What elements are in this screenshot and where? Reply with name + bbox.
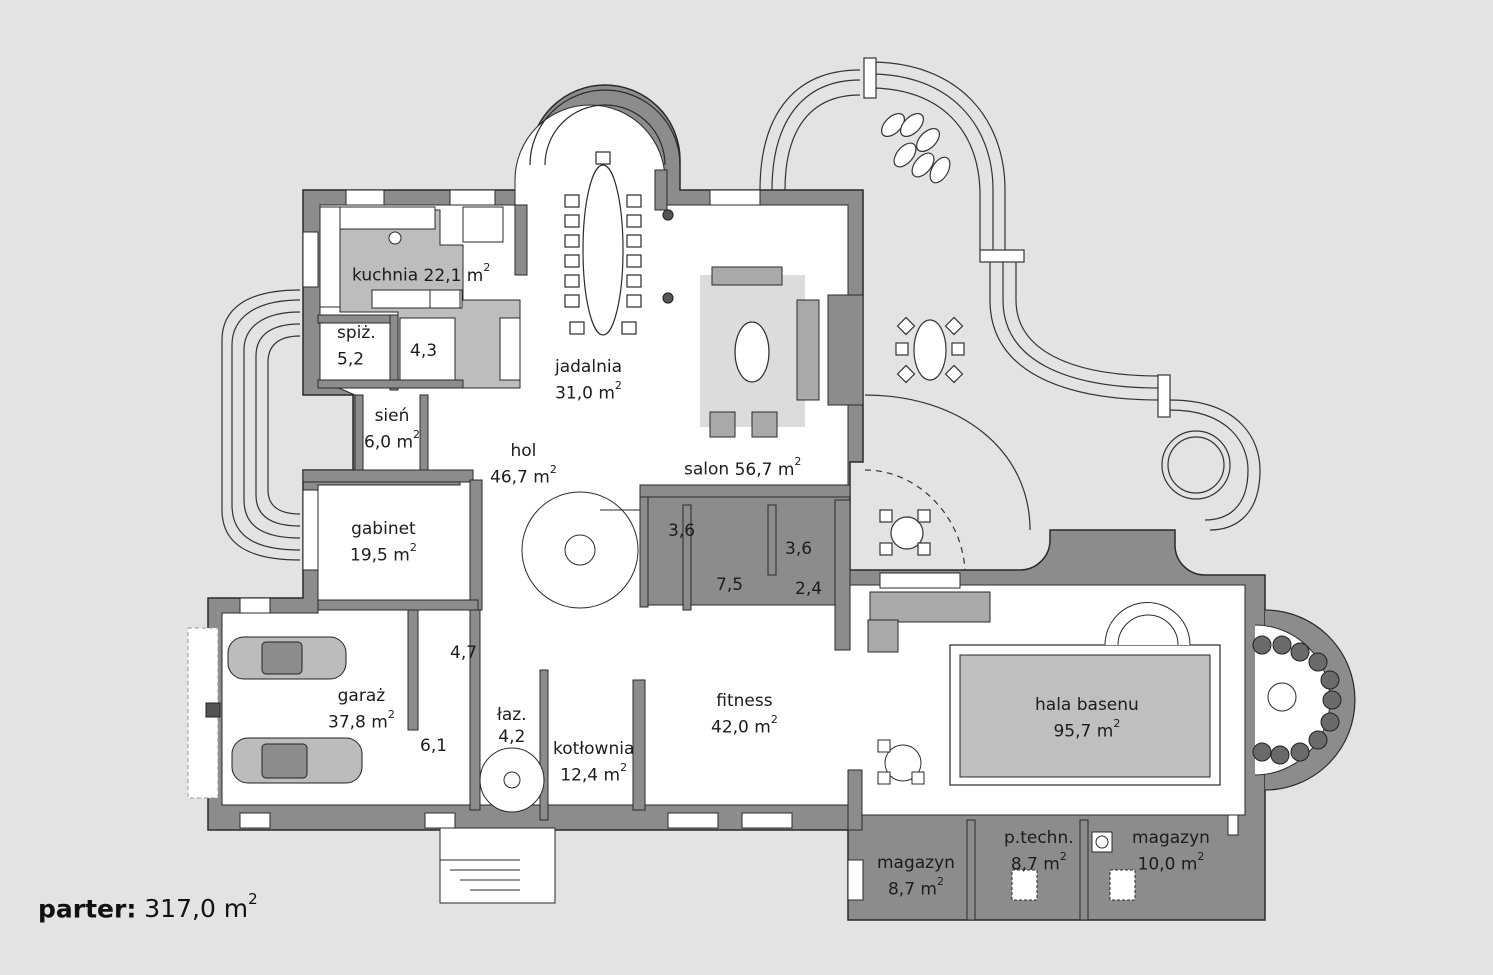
room-hol: hol 46,7 m2 <box>490 440 557 489</box>
room-sien: sień 6,0 m2 <box>364 405 420 454</box>
room-area: 5,2 <box>337 349 365 370</box>
room-6-1: 6,1 <box>420 735 447 757</box>
room-spiz: spiż. 5,2 <box>337 322 376 371</box>
room-name: garaż <box>337 686 386 706</box>
room-area: 95,7 m2 <box>1053 717 1121 742</box>
room-kuchnia: kuchnia 22,1 m2 <box>352 260 490 287</box>
room-name: spiż. <box>337 323 376 343</box>
room-area: 6,0 m2 <box>364 428 420 453</box>
cars <box>187 627 363 799</box>
room-area: 8,7 m2 <box>887 875 944 900</box>
room-magazyn-1: magazyn 8,7 m2 <box>877 852 955 901</box>
room-area: 46,7 m2 <box>490 463 557 488</box>
room-laz: łaz. 4,2 <box>497 704 527 748</box>
room-name: fitness <box>716 691 773 711</box>
room-garaz: garaż 37,8 m2 <box>328 685 395 734</box>
dining-bay <box>529 89 681 166</box>
room-area: 6,1 <box>420 736 448 756</box>
path-markers <box>863 57 1171 418</box>
room-area: 22,1 m2 <box>423 261 491 286</box>
room-area: 4,2 <box>498 727 526 747</box>
room-spiz2: 4,3 <box>410 340 437 362</box>
room-name: magazyn <box>1132 828 1210 848</box>
room-name: kotłownia <box>553 739 635 759</box>
room-name: kuchnia <box>352 265 419 286</box>
room-name: p.techn. <box>1004 828 1074 848</box>
room-area: 19,5 m2 <box>350 541 417 566</box>
room-salon: salon 56,7 m2 <box>684 454 801 481</box>
room-hala-basenu: hala basenu 95,7 m2 <box>1035 694 1139 743</box>
floor-label: parter: <box>38 894 137 924</box>
room-area: 4,3 <box>410 341 438 361</box>
spiral-stairs <box>479 491 641 813</box>
room-magazyn-2: magazyn 10,0 m2 <box>1132 827 1210 876</box>
room-area: 31,0 m2 <box>555 379 622 404</box>
room-area: 7,5 <box>716 575 744 595</box>
room-3-6-b: 3,6 <box>785 538 812 560</box>
room-area: 8,7 m2 <box>1010 850 1067 875</box>
room-fitness: fitness 42,0 m2 <box>711 690 778 739</box>
storage-details <box>1011 831 1136 901</box>
room-name: sień <box>374 406 410 426</box>
room-p-techn: p.techn. 8,7 m2 <box>1004 827 1074 876</box>
room-3-6-a: 3,6 <box>668 520 695 542</box>
total-area-value: 317,0 m2 <box>144 890 258 924</box>
entrance-steps <box>439 827 556 904</box>
room-name: gabinet <box>351 519 416 539</box>
room-area: 3,6 <box>668 521 696 541</box>
kitchen-furniture <box>319 206 521 381</box>
room-7-5: 7,5 <box>716 574 743 596</box>
room-area: 2,4 <box>795 579 823 599</box>
room-name: hala basenu <box>1035 695 1139 715</box>
room-area: 42,0 m2 <box>711 713 778 738</box>
room-name: hol <box>510 441 537 461</box>
room-2-4: 2,4 <box>795 578 822 600</box>
fountain <box>1161 430 1231 500</box>
room-name: jadalnia <box>555 357 622 377</box>
conservatory-bay <box>1252 609 1356 791</box>
garden-path <box>221 61 1261 561</box>
room-area: 3,6 <box>785 539 813 559</box>
room-name: magazyn <box>877 853 955 873</box>
room-jadalnia: jadalnia 31,0 m2 <box>555 356 622 405</box>
room-area: 12,4 m2 <box>560 761 628 786</box>
pool-hall <box>867 591 1221 786</box>
room-gabinet: gabinet 19,5 m2 <box>350 518 417 567</box>
room-area: 56,7 m2 <box>734 455 802 480</box>
room-area: 37,8 m2 <box>328 708 395 733</box>
room-4-7: 4,7 <box>450 642 477 664</box>
outdoor-table <box>864 316 966 576</box>
room-area: 4,7 <box>450 643 478 663</box>
lounge-area <box>700 266 820 438</box>
total-area-caption: parter: 317,0 m2 <box>38 890 258 924</box>
room-area: 10,0 m2 <box>1137 850 1205 875</box>
room-name: salon <box>684 459 730 480</box>
dining-table <box>564 151 674 336</box>
room-kotlownia: kotłownia 12,4 m2 <box>553 738 634 787</box>
room-name: łaz. <box>497 705 527 725</box>
